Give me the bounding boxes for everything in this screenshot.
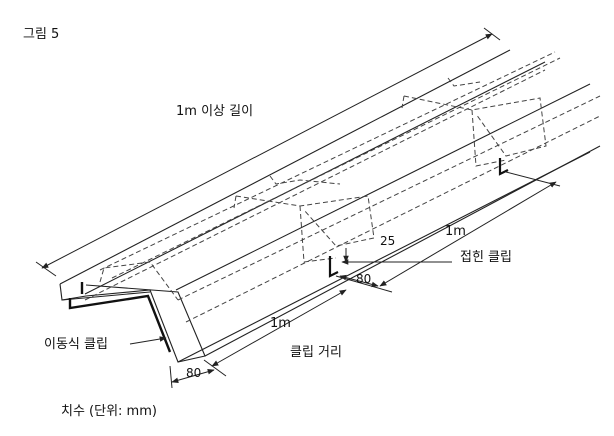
dim-80-bottom-label: 80: [186, 366, 202, 380]
dim-80-right-lines: [339, 274, 379, 288]
tray-outline: [59, 49, 601, 363]
one-meter-right-label: 1m: [445, 224, 466, 239]
folded-clips: [328, 158, 509, 278]
clip-distance-label: 클립 거리: [290, 345, 342, 360]
dim-80-right-label: 80: [356, 272, 372, 286]
dim-25-label: 25: [380, 234, 396, 248]
folded-clip-label: 접힌 클립: [460, 250, 512, 265]
overall-length-label: 1m 이상 길이: [176, 104, 254, 119]
figure-title: 그림 5: [23, 27, 60, 42]
figure-caption: 치수 (단위: mm): [61, 404, 157, 419]
one-meter-bottom-dimension: [203, 289, 347, 377]
overall-length-dimension: [35, 27, 501, 277]
dim-80-bottom-lines: [169, 365, 215, 389]
moving-clip-leader: [129, 336, 167, 345]
moving-clip-shape: [68, 282, 172, 353]
moving-clip-label: 이동식 클립: [44, 337, 108, 352]
one-meter-bottom-label: 1m: [270, 316, 291, 331]
